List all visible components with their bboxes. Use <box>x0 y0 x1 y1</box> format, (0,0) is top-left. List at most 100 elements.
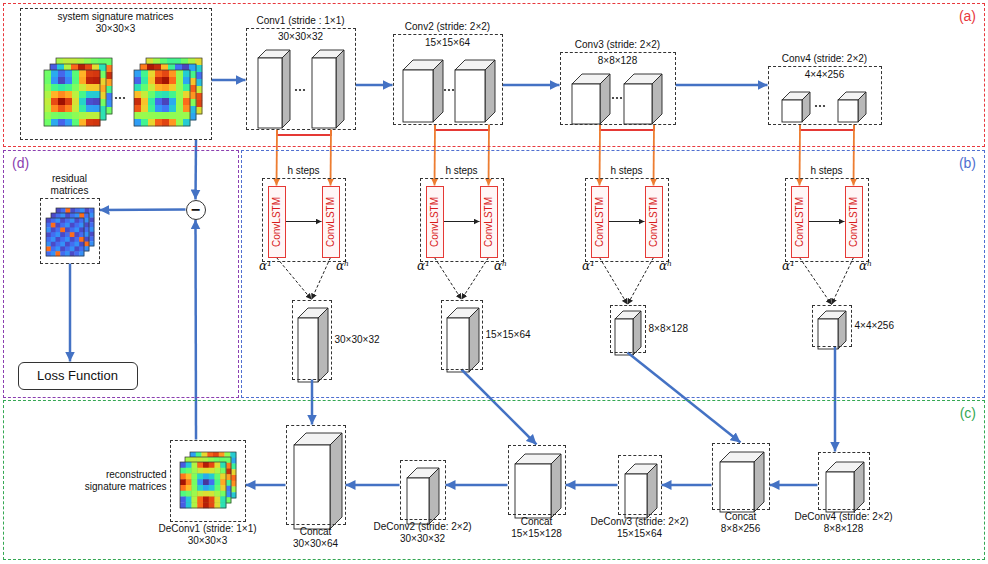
layer-box: Concat15×15×128 <box>508 445 566 515</box>
matrix-cell <box>176 112 183 119</box>
attention-weight: α¹ <box>782 259 795 273</box>
text-slot: 30×30×32 <box>247 31 355 43</box>
signature-matrix <box>56 208 94 246</box>
matrix-outline <box>180 462 226 508</box>
matrix-cell <box>134 119 141 126</box>
flow-arrow <box>277 258 312 300</box>
matrix-cell <box>75 237 80 242</box>
layer-box: 4×4×256 <box>812 305 852 347</box>
flow-arrow <box>356 84 393 87</box>
signature-matrix <box>140 64 196 120</box>
matrix-cell <box>93 98 100 105</box>
layer-box: DeConv2 (stride: 2×2)30×30×32 <box>400 460 446 520</box>
ellipsis-dot <box>448 89 450 91</box>
block-side <box>336 50 344 128</box>
text-slot: 30×30×32 <box>335 334 380 346</box>
matrix-cell <box>46 228 51 233</box>
flow-arrow <box>194 140 197 200</box>
label-slot: αʰ <box>659 260 672 273</box>
feature-map-block <box>294 433 342 529</box>
matrix-cell <box>80 208 85 213</box>
node-text: 4×4×256 <box>805 69 845 80</box>
flow-arrow <box>194 220 197 440</box>
matrix-cell <box>66 208 71 213</box>
matrix-cell <box>203 497 209 503</box>
matrix-cell <box>93 112 100 119</box>
text-slot: h steps <box>610 165 642 177</box>
matrix-cell <box>56 223 61 228</box>
node-text: 8×8×256 <box>721 523 761 534</box>
matrix-cell <box>220 468 226 474</box>
matrix-cell <box>60 251 65 256</box>
flow-arrow <box>444 221 480 222</box>
matrix-cell <box>51 84 58 91</box>
node-text: system signature matrices <box>57 11 173 22</box>
text-slot: ConvLSTM <box>429 196 441 246</box>
node-text: Conv3 (stride: 2×2) <box>575 39 660 50</box>
text-slot: ConvLSTM <box>648 196 660 246</box>
block-side <box>754 452 764 512</box>
stage-region: (c)DeConv4 (stride: 2×2)8×8×128Concat8×8… <box>3 400 985 560</box>
flow-arrow <box>100 208 186 211</box>
matrix-cell <box>65 223 70 228</box>
step-bracket <box>277 130 331 135</box>
matrix-cell <box>215 462 221 468</box>
matrix-cell <box>162 119 169 126</box>
text-slot: Concat <box>300 526 332 538</box>
matrix-cell <box>93 84 100 91</box>
matrix-cell <box>51 242 56 247</box>
node-text: Loss Function <box>37 368 118 383</box>
matrix-cell <box>215 479 221 485</box>
attention-weight: αʰ <box>336 259 349 273</box>
matrix-cell <box>186 497 192 503</box>
feature-map-block <box>625 464 657 518</box>
matrix-cell <box>220 485 226 491</box>
matrix-cell <box>65 227 70 232</box>
flow-arrow <box>653 125 655 186</box>
signature-matrix <box>180 462 226 508</box>
matrix-cell <box>155 84 162 91</box>
matrix-cell <box>46 232 51 237</box>
flow-arrow <box>446 484 508 487</box>
matrix-cell <box>197 485 203 491</box>
matrix-cell <box>51 232 56 237</box>
text-slot: Conv2 (stride: 2×2) <box>405 21 490 33</box>
attention-weight: αʰ <box>859 259 872 273</box>
matrix-cell <box>180 468 186 474</box>
block-side <box>433 60 443 122</box>
matrix-cell <box>134 77 141 84</box>
signature-matrix <box>50 64 106 120</box>
matrix-cell <box>93 70 100 77</box>
matrix-cell <box>183 98 190 105</box>
matrix-cell <box>75 242 80 247</box>
matrix-cell <box>209 474 215 480</box>
matrix-cell <box>183 91 190 98</box>
matrix-cell <box>155 112 162 119</box>
matrix-cell <box>148 98 155 105</box>
matrix-cell <box>162 105 169 112</box>
matrix-cell <box>56 237 61 242</box>
feature-map-block <box>782 92 810 122</box>
matrix-cell <box>75 251 80 256</box>
node-text: DeConv2 (stride: 2×2) <box>373 521 471 532</box>
matrix-cell <box>44 112 51 119</box>
node-text: Conv4 (stride: 2×2) <box>782 53 867 64</box>
matrix-cell <box>46 242 51 247</box>
matrix-cell <box>56 218 61 223</box>
feature-map-block <box>515 454 561 518</box>
convlstm-label: ConvLSTM <box>648 196 659 246</box>
convlstm-label: ConvLSTM <box>794 196 805 246</box>
feature-map-block <box>312 50 344 128</box>
node-text: h steps <box>445 165 477 176</box>
matrix-cell <box>89 208 94 213</box>
block-front <box>312 58 336 128</box>
matrix-cell <box>79 232 84 237</box>
block-side <box>633 311 641 355</box>
matrix-cell <box>79 105 86 112</box>
matrix-cell <box>72 119 79 126</box>
matrix-cell <box>56 246 61 251</box>
matrix-cell <box>65 223 70 228</box>
text-slot: h steps <box>445 165 477 177</box>
matrix-cell <box>162 70 169 77</box>
text-slot: 15×15×64 <box>486 329 531 341</box>
